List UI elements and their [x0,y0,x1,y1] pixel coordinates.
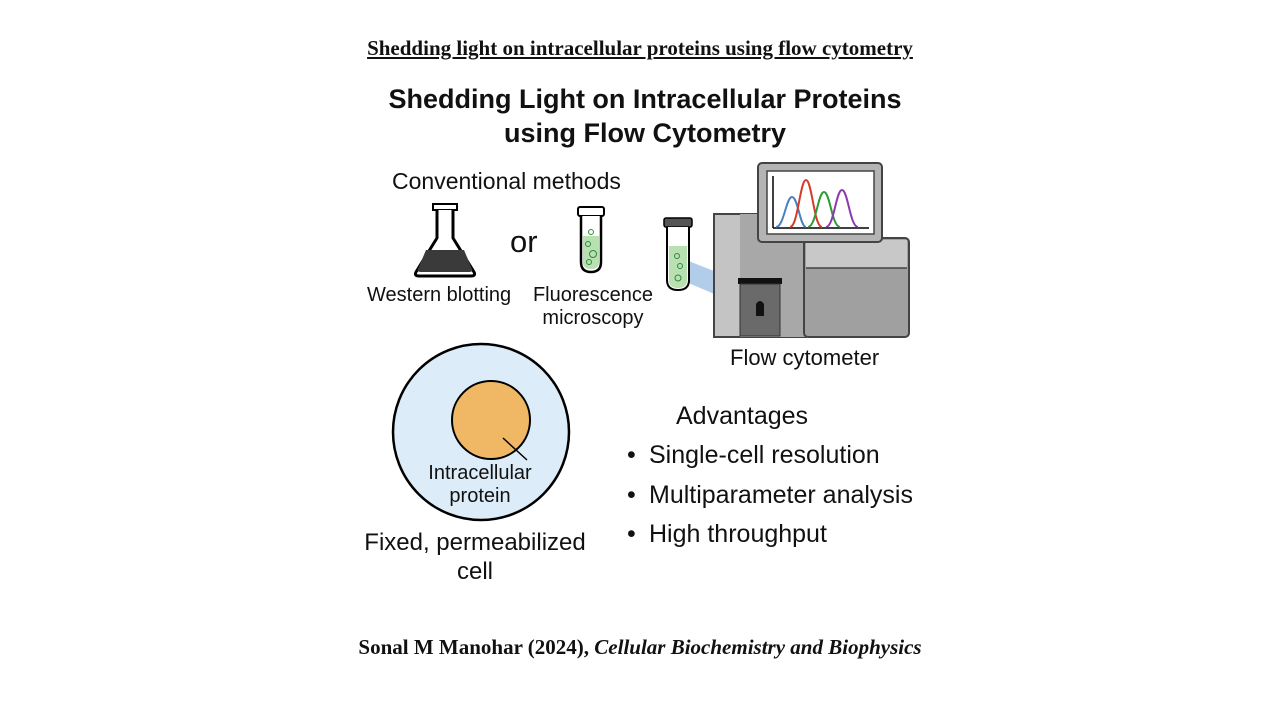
flask-icon [413,203,477,278]
cell-caption-line1: Fixed, permeabilized [364,529,586,556]
advantage-text: Multiparameter analysis [649,481,913,509]
protein-pointer-line [502,437,528,461]
advantages-heading: Advantages [676,402,809,430]
slide-title: Shedding light on intracellular proteins… [367,36,913,60]
citation-author: Sonal M Manohar (2024), [358,635,590,659]
citation: Sonal M Manohar (2024), Cellular Biochem… [0,635,1280,660]
bullet-icon: • [627,520,636,548]
citation-journal: Cellular Biochemistry and Biophysics [594,635,922,659]
cell-caption-line2: cell [456,558,493,585]
advantage-text: High throughput [649,520,827,548]
cell-icon [391,342,571,522]
flow-cytometer-icon [663,162,910,338]
fixed-cell-caption: Fixed, permeabilized cell [340,528,610,586]
bullet-icon: • [627,441,636,469]
advantage-item: • Multiparameter analysis [627,481,913,510]
graphic-title: Shedding Light on Intracellular Proteins… [330,82,960,150]
graphic-title-line1: Shedding Light on Intracellular Proteins [388,84,902,114]
western-blotting-label: Western blotting [367,284,512,306]
advantage-text: Single-cell resolution [649,441,880,469]
bullet-icon: • [627,481,636,509]
histogram-peak-purple [825,188,859,228]
histogram-peak-blue [775,195,807,228]
cell-label-line1: Intracellular [428,462,532,484]
histogram-peak-green [807,190,841,228]
cell-label-line2: protein [449,485,511,507]
or-label: or [510,224,538,259]
cell-nucleus [451,380,531,460]
advantage-item: • Single-cell resolution [627,441,880,470]
flow-cytometer-label: Flow cytometer [730,345,880,370]
conventional-methods-heading: Conventional methods [392,168,621,194]
intracellular-protein-label: Intracellular protein [410,462,550,508]
advantage-item: • High throughput [627,520,827,549]
graphic-title-line2: using Flow Cytometry [503,118,787,148]
fluorescence-label-line2: microscopy [542,307,644,329]
fluorescence-microscopy-label: Fluorescence microscopy [528,284,658,330]
test-tube-icon [577,206,605,274]
fluorescence-label-line1: Fluorescence [532,284,654,306]
sample-tube-icon [663,217,693,292]
histogram-peak-red [789,178,823,228]
